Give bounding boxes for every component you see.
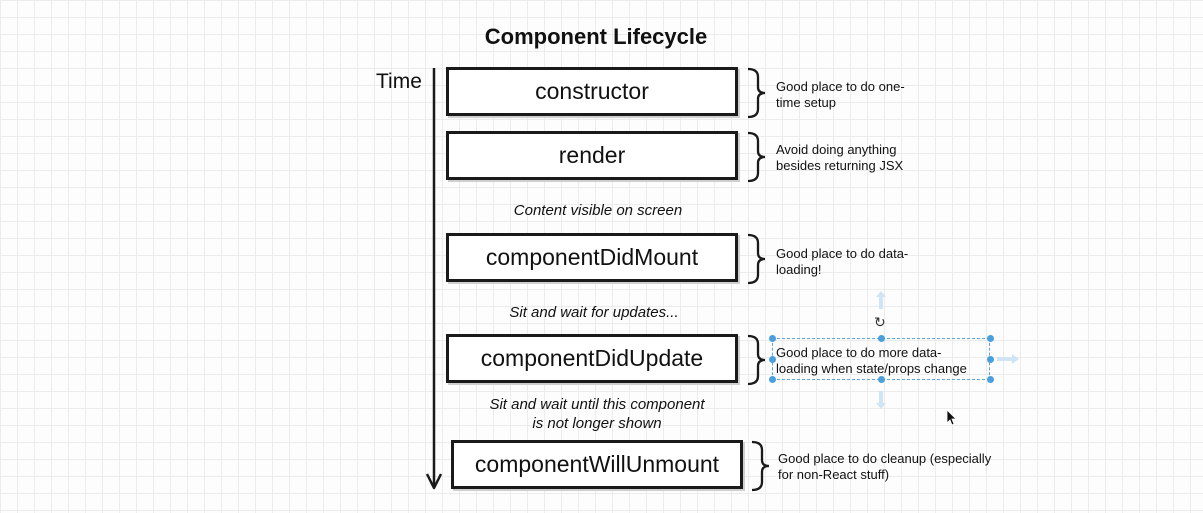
lifecycle-box-componentdidmount[interactable]: componentDidMount: [446, 233, 738, 282]
lifecycle-box-constructor[interactable]: constructor: [446, 67, 738, 116]
method-label: componentDidMount: [485, 244, 699, 270]
resize-handle-e[interactable]: [987, 356, 994, 363]
rotate-icon[interactable]: ↻: [874, 314, 886, 330]
selection-box[interactable]: [772, 338, 990, 380]
resize-handle-sw[interactable]: [769, 376, 776, 383]
caption-wait-updates: Sit and wait for updates...: [509, 304, 679, 321]
resize-handle-nw[interactable]: [769, 335, 776, 342]
move-arrow-icon[interactable]: [875, 391, 887, 409]
time-axis: [425, 68, 443, 490]
method-label: componentDidUpdate: [480, 345, 704, 371]
resize-handle-s[interactable]: [878, 376, 885, 383]
brace-icon: [747, 334, 766, 386]
brace-icon: [747, 67, 766, 119]
resize-handle-n[interactable]: [878, 335, 885, 342]
time-axis-label: Time: [376, 70, 422, 93]
stage-note: Good place to do one-time setup: [776, 79, 905, 110]
stage-note: Good place to do data-loading!: [776, 246, 909, 277]
lifecycle-box-componentwillunmount[interactable]: componentWillUnmount: [451, 440, 743, 489]
brace-icon: [747, 233, 766, 285]
diagram-title: Component Lifecycle: [484, 24, 708, 49]
method-label: constructor: [535, 78, 649, 104]
lifecycle-box-render[interactable]: render: [446, 131, 738, 180]
caption-content-visible: Content visible on screen: [513, 202, 683, 219]
stage-note[interactable]: Good place to do more data-loading when …: [776, 345, 967, 376]
move-arrow-icon[interactable]: [875, 291, 887, 309]
move-arrow-icon[interactable]: [997, 353, 1019, 365]
brace-icon: [751, 440, 770, 492]
method-label: render: [558, 142, 626, 168]
resize-handle-ne[interactable]: [987, 335, 994, 342]
method-label: componentWillUnmount: [474, 451, 720, 477]
resize-handle-se[interactable]: [987, 376, 994, 383]
lifecycle-box-componentdidupdate[interactable]: componentDidUpdate: [446, 334, 738, 383]
resize-handle-w[interactable]: [769, 356, 776, 363]
cursor-icon: [946, 409, 957, 426]
brace-icon: [747, 131, 766, 183]
